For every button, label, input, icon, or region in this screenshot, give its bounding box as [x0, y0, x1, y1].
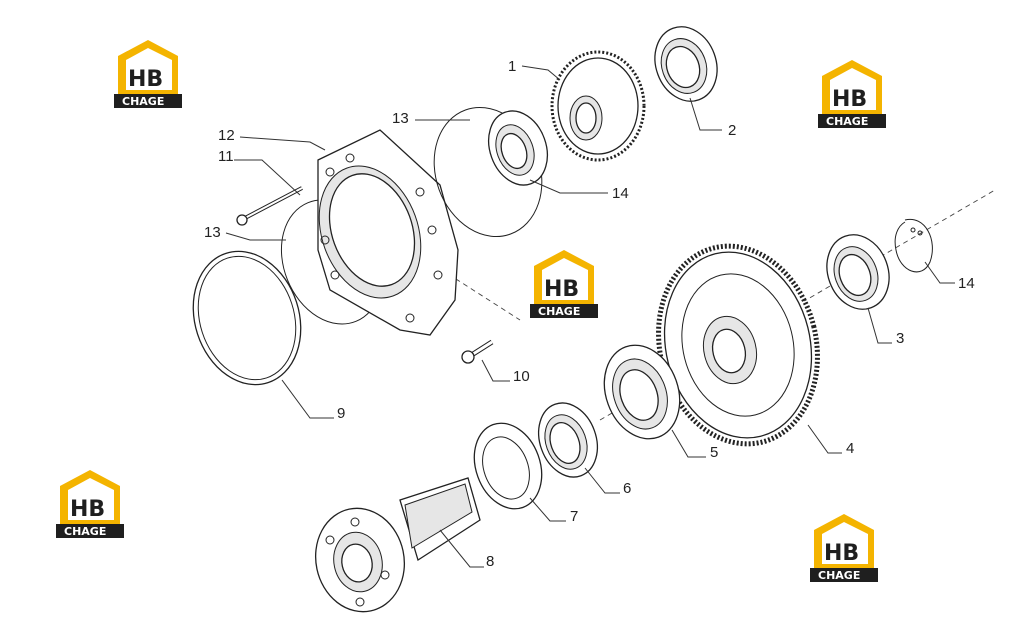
part-14-snap-ring [894, 218, 933, 273]
watermark-logo-top-left: HB CHAGE [114, 40, 182, 108]
part-10-bolt [461, 339, 494, 364]
callout-7: 7 [570, 508, 578, 525]
callout-9: 9 [337, 405, 345, 422]
svg-text:HB: HB [832, 87, 867, 112]
callout-5: 5 [710, 444, 718, 461]
callout-4: 4 [846, 440, 854, 457]
svg-text:CHAGE: CHAGE [826, 115, 868, 128]
part-2-seal [654, 26, 718, 102]
callout-13-lower: 13 [204, 224, 221, 241]
watermark-logo-top-right: HB CHAGE [818, 60, 886, 128]
svg-text:CHAGE: CHAGE [122, 95, 164, 108]
svg-text:CHAGE: CHAGE [64, 525, 106, 538]
callout-2: 2 [728, 122, 736, 139]
svg-text:CHAGE: CHAGE [818, 569, 860, 582]
part-9-ring [192, 250, 302, 386]
callout-14-upper: 14 [612, 185, 629, 202]
part-7-washer [473, 422, 543, 510]
svg-text:HB: HB [824, 541, 859, 566]
callout-13-upper: 13 [392, 110, 409, 127]
part-11-bolt [236, 186, 303, 226]
callout-12: 12 [218, 127, 235, 144]
watermark-logo-center: HB CHAGE [530, 250, 598, 318]
part-5-bearing [603, 344, 681, 440]
callout-3: 3 [896, 330, 904, 347]
callout-14-right: 14 [958, 275, 975, 292]
leader-lines [225, 65, 955, 568]
callout-8: 8 [486, 553, 494, 570]
part-8-flange-shaft [314, 477, 481, 613]
part-12-flange-housing [317, 129, 459, 336]
callout-6: 6 [623, 480, 631, 497]
svg-text:HB: HB [544, 277, 579, 302]
callout-10: 10 [513, 368, 530, 385]
svg-text:CHAGE: CHAGE [538, 305, 580, 318]
svg-text:HB: HB [128, 67, 163, 92]
callout-1: 1 [508, 58, 516, 75]
watermark-logo-bottom-right: HB CHAGE [810, 514, 878, 582]
part-1-gear [550, 50, 646, 162]
part-3-bearing [826, 234, 890, 310]
part-6-seal [538, 402, 598, 478]
callout-11: 11 [218, 148, 234, 165]
part-4-large-gear [656, 243, 820, 447]
svg-text:HB: HB [70, 497, 105, 522]
watermark-logo-bottom-left: HB CHAGE [56, 470, 124, 538]
part-14-bearing-upper [488, 110, 548, 186]
